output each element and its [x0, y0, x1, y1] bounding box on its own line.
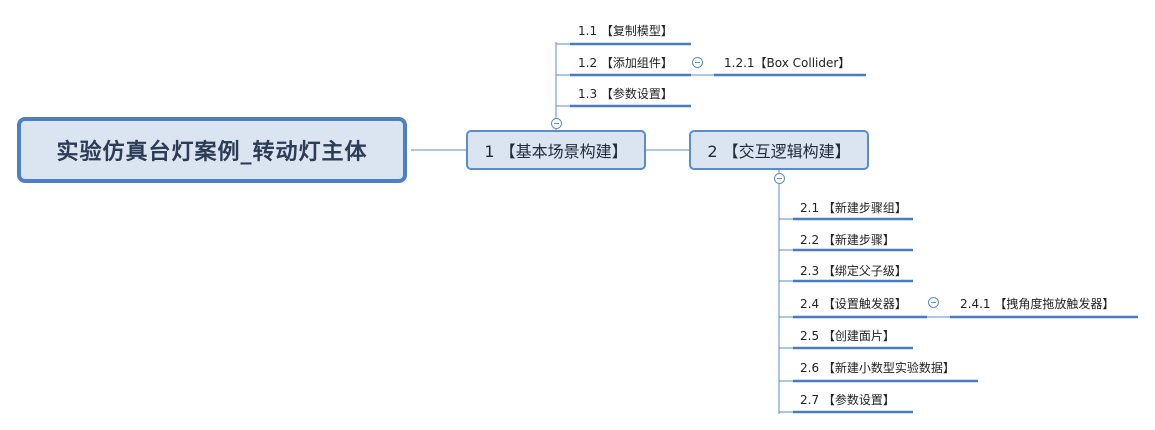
subtopic-2-7[interactable]: 2.7 【参数设置】 — [800, 393, 895, 407]
subtopic-1-3[interactable]: 1.3 【参数设置】 — [578, 87, 673, 101]
main-topic-2-label: 2 【交互逻辑构建】 — [707, 142, 851, 161]
root-topic-label: 实验仿真台灯案例_转动灯主体 — [56, 140, 368, 165]
main-topic-1[interactable]: 1 【基本场景构建】 — [466, 130, 646, 170]
subtopic-1-1[interactable]: 1.1 【复制模型】 — [578, 24, 673, 38]
collapse-toggle-icon[interactable] — [551, 118, 562, 129]
subtopic-2-4[interactable]: 2.4 【设置触发器】 — [800, 297, 907, 311]
collapse-toggle-icon[interactable] — [692, 57, 703, 68]
subtopic-1-2[interactable]: 1.2 【添加组件】 — [578, 56, 673, 70]
subtopic-2-6[interactable]: 2.6 【新建小数型实验数据】 — [800, 361, 955, 375]
subtopic-2-1[interactable]: 2.1 【新建步骤组】 — [800, 201, 907, 215]
collapse-toggle-icon[interactable] — [774, 173, 785, 184]
collapse-toggle-icon[interactable] — [928, 297, 939, 308]
subtopic-2-4-1[interactable]: 2.4.1 【拽角度拖放触发器】 — [960, 297, 1115, 311]
main-topic-1-label: 1 【基本场景构建】 — [484, 142, 628, 161]
subtopic-2-2[interactable]: 2.2 【新建步骤】 — [800, 233, 895, 247]
subtopic-1-2-1[interactable]: 1.2.1【Box Collider】 — [724, 56, 851, 70]
root-topic[interactable]: 实验仿真台灯案例_转动灯主体 — [17, 117, 407, 183]
subtopic-2-5[interactable]: 2.5 【创建面片】 — [800, 329, 895, 343]
subtopic-2-3[interactable]: 2.3 【绑定父子级】 — [800, 264, 907, 278]
main-topic-2[interactable]: 2 【交互逻辑构建】 — [689, 130, 869, 170]
